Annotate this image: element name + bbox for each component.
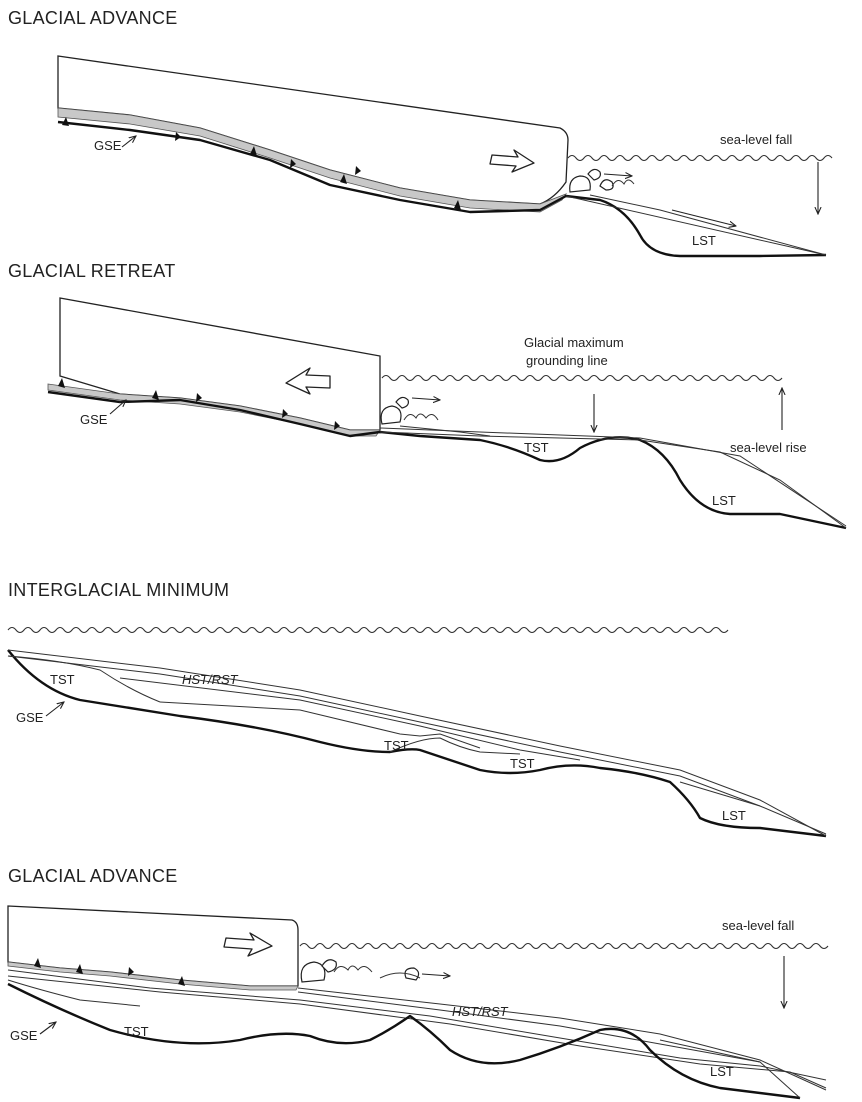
lst-wedge	[680, 782, 760, 806]
tst-wedge-1	[8, 656, 160, 702]
bed-surface	[8, 650, 826, 836]
panel-interglacial-minimum: INTERGLACIAL MINIMUM TST HST/RST GSE TST…	[8, 580, 826, 836]
panel-glacial-retreat: GLACIAL RETREAT Glacial maximum groundin…	[8, 261, 846, 528]
sea-surface	[8, 628, 728, 633]
upper-ramp	[298, 988, 826, 1090]
lst-label: LST	[710, 1064, 734, 1079]
lst-label: LST	[692, 233, 716, 248]
plume-arrow	[422, 974, 450, 976]
gse-pointer-arrow	[46, 702, 64, 716]
lst-label: LST	[712, 493, 736, 508]
sediment-plume	[301, 960, 420, 982]
upper-surface-2	[8, 656, 826, 834]
gse-pointer-arrow	[40, 1022, 56, 1034]
glacial-max-label-line2: grounding line	[526, 353, 608, 368]
tst-label-2: TST	[384, 738, 409, 753]
hst-rst-label: HST/RST	[452, 1004, 509, 1019]
lst-label: LST	[722, 808, 746, 823]
gse-label: GSE	[10, 1028, 38, 1043]
tst-wedge-2	[390, 738, 520, 754]
panel-title: GLACIAL RETREAT	[8, 261, 176, 281]
panel-title: GLACIAL ADVANCE	[8, 866, 178, 886]
panel-glacial-advance-2: GLACIAL ADVANCE sea-level fall HST/RST	[8, 866, 828, 1098]
upper-ramp-2	[298, 992, 760, 1062]
ice-sheet	[60, 298, 380, 430]
gse-label: GSE	[80, 412, 108, 427]
panel-title: INTERGLACIAL MINIMUM	[8, 580, 229, 600]
panel-glacial-advance-1: GLACIAL ADVANCE	[8, 8, 832, 256]
progradation-arrow	[672, 210, 736, 226]
panel-title: GLACIAL ADVANCE	[8, 8, 178, 28]
gse-label: GSE	[94, 138, 122, 153]
gse-label: GSE	[16, 710, 44, 725]
glacial-max-label-line1: Glacial maximum	[524, 335, 624, 350]
sea-level-fall-label: sea-level fall	[722, 918, 794, 933]
plume-arrow	[604, 174, 632, 176]
tst-label-1: TST	[50, 672, 75, 687]
bed-surface	[8, 984, 800, 1098]
sea-level-fall-label: sea-level fall	[720, 132, 792, 147]
tst-label: TST	[524, 440, 549, 455]
sea-surface	[568, 156, 832, 161]
plume-arrow	[412, 398, 440, 400]
hst-rst-label: HST/RST	[182, 672, 239, 687]
tst-label: TST	[124, 1024, 149, 1039]
sea-level-rise-label: sea-level rise	[730, 440, 807, 455]
upper-surface	[8, 650, 826, 836]
sea-surface	[300, 944, 828, 949]
sea-surface	[382, 376, 782, 381]
gse-pointer-arrow	[122, 136, 136, 147]
tst-label-3: TST	[510, 756, 535, 771]
